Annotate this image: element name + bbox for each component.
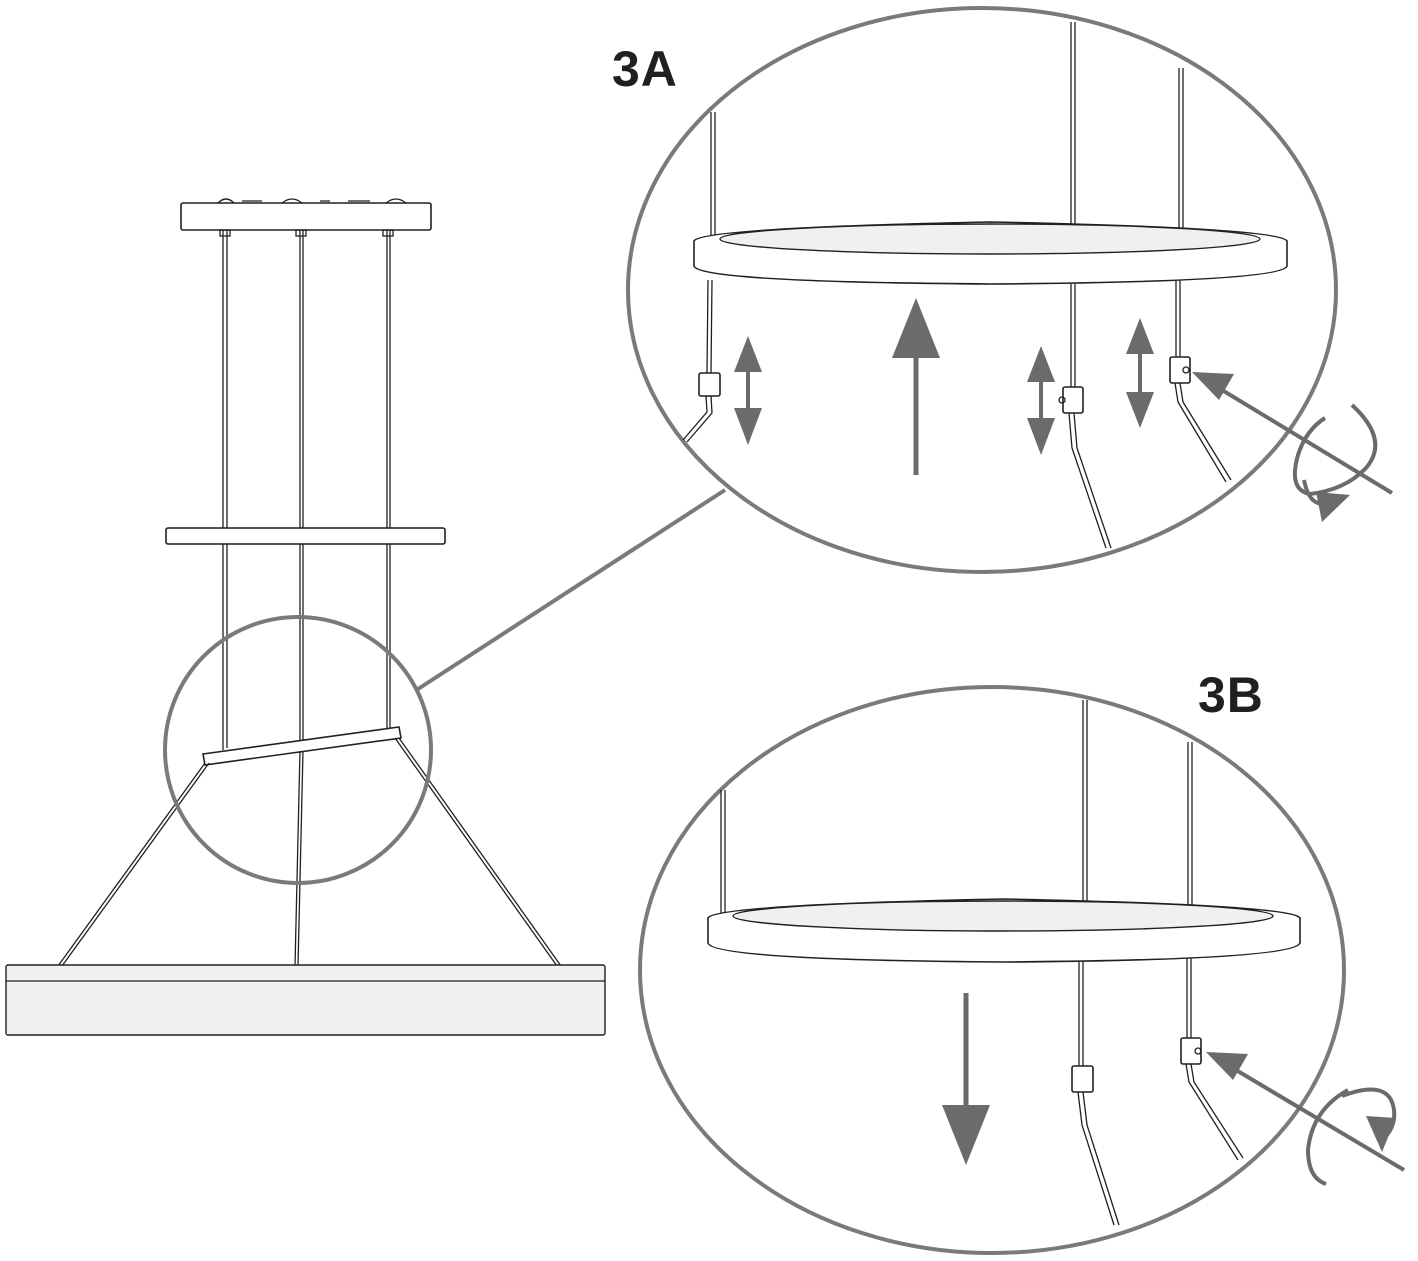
lower-wires [57,737,562,967]
rotate-icon [1293,403,1378,522]
upper-ring [165,527,446,545]
callout-leader [416,488,727,691]
detail-label-3a: 3A [612,41,678,97]
arrow-up-icon [892,298,940,475]
detail-3b [638,685,1406,1255]
detail-3a [626,6,1394,574]
grip-right-b [1180,1037,1202,1065]
grip-middle-b [1071,1065,1094,1093]
detail-callout-circle [163,615,433,885]
pendant-fixture [5,198,727,1036]
rotate-icon [1305,1087,1397,1186]
ceiling-canopy [180,202,432,231]
grip-left [698,372,721,397]
double-arrow-icon [1027,346,1055,455]
grip-right [1169,356,1191,384]
double-arrow-icon [1126,318,1154,428]
grip-middle [1062,386,1084,414]
tilted-ring [202,726,402,766]
detail-label-3b: 3B [1198,667,1264,723]
double-arrow-icon [734,336,762,445]
bottom-ring [5,964,606,1036]
wire-grips [219,229,394,237]
arrow-down-icon [942,993,990,1165]
suspension-wires [222,230,391,750]
detail-3b-frame [638,685,1346,1255]
canopy-fittings [217,198,407,204]
tighten-arrow [1206,1052,1406,1172]
detail-3a-frame [626,6,1338,574]
tighten-arrow [1192,372,1394,495]
